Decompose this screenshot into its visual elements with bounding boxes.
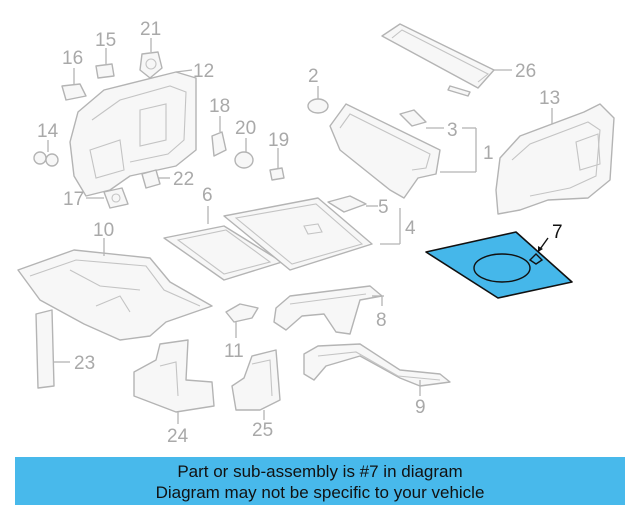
- part-16-clip: [61, 68, 87, 101]
- part-22-hook: [141, 169, 170, 189]
- callout-21: 21: [140, 19, 161, 40]
- callout-9: 9: [415, 397, 426, 418]
- callout-labels: 1 2 3 4 5 6 7 8 9 10 11 12 13 14 15 16 1…: [37, 19, 563, 447]
- callout-8: 8: [376, 310, 387, 331]
- part-17-bracket: [86, 187, 129, 209]
- callout-5: 5: [378, 197, 389, 218]
- part-19-clip: [269, 148, 285, 181]
- part-25-side-panel: [231, 349, 281, 420]
- info-banner: Part or sub-assembly is #7 in diagram Di…: [15, 457, 625, 505]
- callout-13: 13: [539, 88, 560, 109]
- part-18-fastener: [211, 116, 227, 157]
- callout-7-highlighted: 7: [552, 222, 563, 243]
- part-7-cargo-mat-highlighted: [425, 231, 573, 299]
- part-4-floor-board: [223, 197, 401, 271]
- part-8-cross-member: [273, 285, 384, 335]
- callout-12: 12: [193, 61, 214, 82]
- callout-6: 6: [202, 185, 213, 206]
- part-12-left-quarter-trim: [69, 69, 197, 197]
- parts-diagram: 1 2 3 4 5 6 7 8 9 10 11 12 13 14 15 16 1…: [17, 19, 615, 447]
- part-10-floor-carpet: [17, 238, 213, 341]
- part-5-lid: [327, 195, 378, 213]
- callout-1: 1: [483, 143, 494, 164]
- callout-26: 26: [515, 61, 536, 82]
- part-21-clip: [139, 38, 163, 79]
- callout-16: 16: [62, 48, 83, 69]
- callout-4: 4: [405, 218, 416, 239]
- callout-18: 18: [209, 96, 230, 117]
- part-15-clip: [95, 48, 115, 79]
- part-1-sill-cover: [329, 103, 477, 199]
- part-13-right-quarter-trim: [495, 103, 615, 215]
- part-11-bracket: [225, 303, 259, 338]
- callout-25: 25: [252, 420, 273, 441]
- part-24-side-panel: [133, 339, 215, 424]
- callout-23: 23: [74, 353, 95, 374]
- callout-22: 22: [173, 169, 194, 190]
- callout-3: 3: [447, 120, 458, 141]
- part-20-grommet: [234, 138, 254, 169]
- callout-15: 15: [95, 30, 116, 51]
- callout-24: 24: [167, 426, 189, 447]
- part-23-pillar-trim: [35, 309, 70, 389]
- part-26-cargo-cover: [381, 23, 512, 97]
- callout-10: 10: [93, 220, 114, 241]
- callout-17: 17: [63, 189, 84, 210]
- banner-line-2: Diagram may not be specific to your vehi…: [155, 483, 485, 502]
- callout-20: 20: [235, 118, 256, 139]
- callout-14: 14: [37, 121, 59, 142]
- part-9-rear-rail: [303, 343, 451, 396]
- banner-line-1: Part or sub-assembly is #7 in diagram: [177, 462, 463, 481]
- callout-19: 19: [268, 130, 289, 151]
- callout-11: 11: [224, 341, 244, 362]
- callout-2: 2: [308, 66, 319, 87]
- part-2-plug: [307, 86, 329, 114]
- part-14-clip: [33, 140, 59, 167]
